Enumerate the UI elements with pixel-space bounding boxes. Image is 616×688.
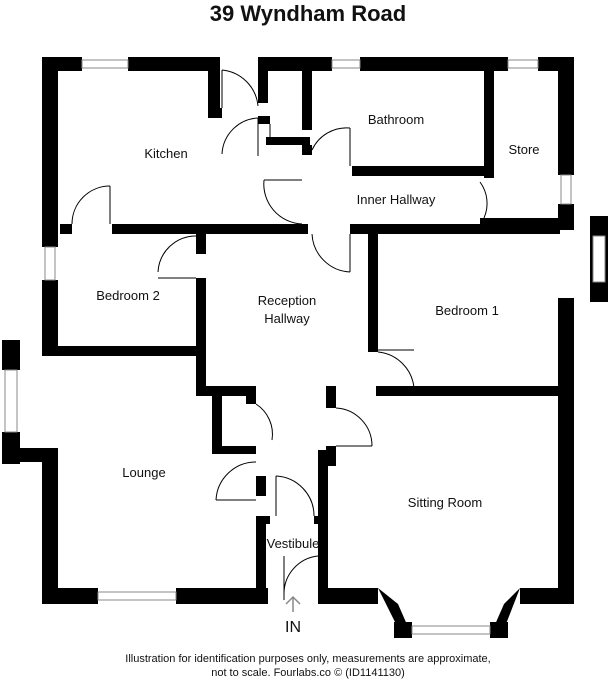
label-store: Store <box>508 142 539 157</box>
entrance-arrow-icon <box>285 595 301 612</box>
label-vestibule: Vestibule <box>267 536 320 551</box>
label-bedroom-1: Bedroom 1 <box>435 303 499 318</box>
label-sitting-room: Sitting Room <box>408 495 482 510</box>
label-reception-hallway-line1: Reception <box>258 293 317 308</box>
disclaimer-line-2: not to scale. Fourlabs.co © (ID1141130) <box>211 667 405 679</box>
disclaimer-line-1: Illustration for identification purposes… <box>125 653 491 665</box>
label-lounge: Lounge <box>122 465 165 480</box>
disclaimer: Illustration for identification purposes… <box>0 652 616 680</box>
label-bathroom: Bathroom <box>368 112 424 127</box>
label-entrance: IN <box>285 619 301 636</box>
windows <box>4 59 606 635</box>
door-swings <box>71 69 488 600</box>
label-reception-hallway-line2: Hallway <box>264 311 310 326</box>
label-bedroom-2: Bedroom 2 <box>96 288 160 303</box>
label-kitchen: Kitchen <box>144 146 187 161</box>
interior-walls <box>42 57 574 604</box>
label-inner-hallway: Inner Hallway <box>357 192 436 207</box>
plan-title: 39 Wyndham Road <box>209 1 407 26</box>
